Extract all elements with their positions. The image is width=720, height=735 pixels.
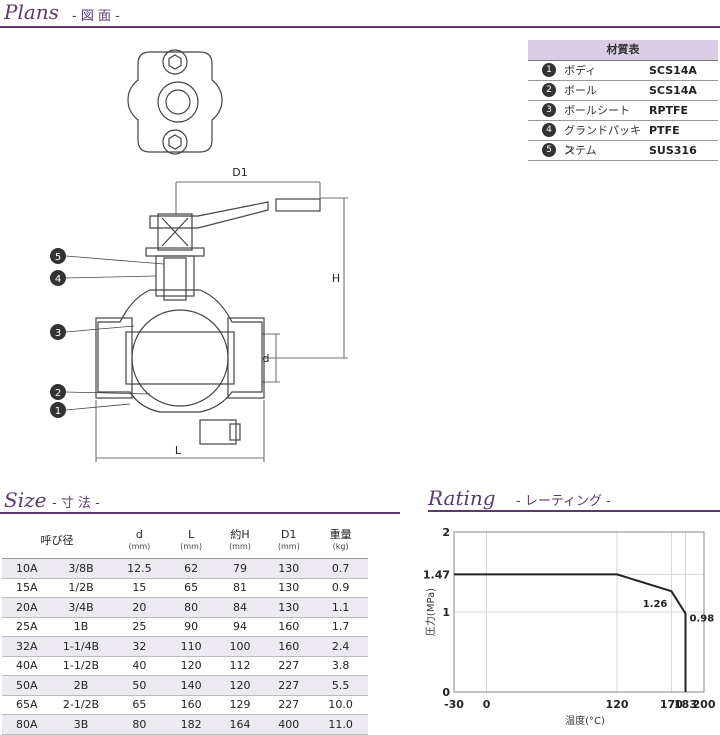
top-view-bolt-hole [162,49,188,75]
handle-nut-cross [161,217,189,247]
top-view-bolt-hole [162,129,188,155]
material-spec: SCS14A [649,84,697,97]
size-header-nominal: 呼び径 [2,524,112,559]
data-label: 1.26 [643,599,668,610]
material-part-name: グランドパッキン [564,124,641,156]
top-view-flange [127,51,223,153]
y-tick-label: 2 [442,526,450,539]
materials-table: 材質表 1 ボディ SCS14A 2 ボール SCS14A 3 ボールシート R… [528,40,718,161]
handle-end [275,198,321,212]
dim-h-label: H [332,272,340,285]
size-header-l: L(mm) [166,524,216,559]
material-number-badge: 1 [542,63,556,77]
rating-rule [428,510,720,512]
svg-text:1: 1 [55,406,61,417]
y-tick-label: 0 [442,686,450,699]
material-number-badge: 2 [542,83,556,97]
x-tick-label: 200 [693,698,716,711]
size-header-d1: D1(mm) [264,524,314,559]
callout-2: 2 [50,384,66,400]
size-title: Size [4,488,47,512]
material-part-name: ステム [564,144,597,157]
svg-text:3: 3 [55,328,61,339]
materials-row: 2 ボール SCS14A [528,81,718,101]
top-view-port-inner [165,89,191,115]
x-tick-label: -30 [444,698,464,711]
svg-text:5: 5 [55,252,61,263]
data-label: 0.98 [690,614,715,625]
size-header-h: 約H(mm) [215,524,265,559]
material-number-badge: 5 [542,143,556,157]
x-axis-label: 温度(°C) [565,714,605,727]
materials-row: 5 ステム SUS316 [528,141,718,161]
stem-washer [145,247,205,257]
y-tick-label: 1.47 [423,568,450,581]
material-part-name: ボール [564,84,597,97]
stem [163,257,187,301]
materials-header: 材質表 [528,40,718,61]
top-view-hex-nut [168,54,182,70]
callout-5: 5 [50,248,66,264]
material-spec: PTFE [649,124,680,137]
material-part-name: ボディ [564,64,597,77]
handle-nut [157,213,193,251]
bore [125,331,235,385]
plans-rule [0,26,720,28]
plans-title: Plans [4,0,59,24]
x-tick-label: 183 [674,698,697,711]
plans-subtitle: - 図 面 - [72,9,120,24]
rating-subtitle: - レーティング - [516,494,611,509]
drain-plug-end [229,423,241,441]
size-header-d: d(mm) [112,524,167,559]
dim-d-label: d [263,352,270,365]
handle-lever [149,201,269,229]
size-table-header: 呼び径 d(mm) L(mm) 約H(mm) D1(mm) 重量(kg) [2,524,368,559]
x-tick-label: 0 [483,698,491,711]
top-view-port-outer [157,81,199,123]
dim-l-label: L [175,444,182,457]
svg-text:4: 4 [55,274,61,285]
callout-1: 1 [50,402,66,418]
materials-row: 3 ボールシート RPTFE [528,101,718,121]
material-spec: SUS316 [649,144,697,157]
size-table: 呼び径 d(mm) L(mm) 約H(mm) D1(mm) 重量(kg) 10A… [2,524,368,735]
material-number-badge: 4 [542,123,556,137]
material-spec: SCS14A [649,64,697,77]
svg-text:2: 2 [55,388,61,399]
materials-row: 4 グランドパッキン PTFE [528,121,718,156]
callout-3: 3 [50,324,66,340]
materials-row: 1 ボディ SCS14A [528,61,718,81]
rating-title: Rating [428,486,496,510]
valve-drawing: D1 H d L 5 4 3 2 1 [50,49,348,462]
material-part-name: ボールシート [564,104,630,117]
size-rule [0,512,400,514]
ball [131,309,229,407]
size-subtitle: - 寸 法 - [52,496,100,511]
callout-4: 4 [50,270,66,286]
x-tick-label: 120 [606,698,629,711]
series-line [454,573,687,692]
drain-plug [199,419,237,445]
x-tick-label: 170 [660,698,683,711]
size-header-weight: 重量(kg) [313,524,368,559]
y-axis-label: 圧力(MPa) [424,588,437,636]
top-view-hex-nut [168,134,182,150]
material-number-badge: 3 [542,103,556,117]
y-tick-label: 1 [442,606,450,619]
plot-frame [453,531,705,693]
material-spec: RPTFE [649,104,689,117]
dim-d1-label: D1 [232,166,247,179]
right-flange [227,317,265,399]
valve-body [97,289,263,413]
